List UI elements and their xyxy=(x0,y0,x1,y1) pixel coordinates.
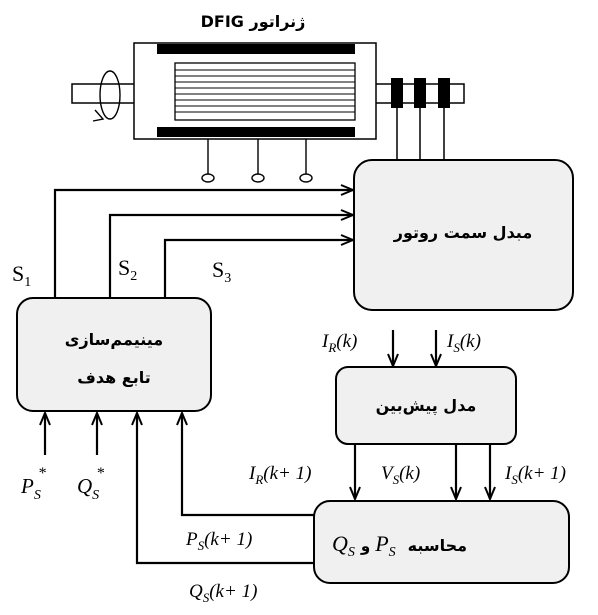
qs-feedback-line xyxy=(137,413,314,565)
converter-box xyxy=(353,159,574,311)
s3-line xyxy=(163,240,353,298)
switching-signal-lines xyxy=(53,190,353,298)
s2-line xyxy=(108,215,353,298)
s1-label: S1 xyxy=(12,261,31,290)
converter-label: مبدل سمت روتور xyxy=(393,223,533,242)
predictive-model-label: مدل پیش‌بین xyxy=(376,396,477,416)
calc-qs-subscript: S xyxy=(348,545,355,560)
minimization-label-line1: مینیمم‌سازی xyxy=(65,330,163,349)
ps-ref-label: PS* xyxy=(20,465,46,503)
minimization-block: مینیمم‌سازی تابع هدف xyxy=(16,297,212,412)
reference-input-lines xyxy=(45,413,97,455)
minimization-box xyxy=(16,297,212,412)
s2-label: S2 xyxy=(118,255,137,284)
predictive-model-block: مدل پیش‌بین xyxy=(335,366,517,445)
stator-top-bar xyxy=(157,44,355,54)
ps-k1-label: PS(k+ 1) xyxy=(185,529,252,553)
vs-k-label: VS(k) xyxy=(381,463,420,487)
is-k1-label: IS(k+ 1) xyxy=(504,463,566,487)
is-k-label: IS(k) xyxy=(446,331,481,355)
rotation-arrow-icon xyxy=(92,70,121,122)
terminal-icon xyxy=(201,139,313,183)
s1-line xyxy=(53,190,353,298)
rotor-side-converter-block: مبدل سمت روتور xyxy=(353,159,574,311)
measured-current-lines xyxy=(393,330,436,366)
rotor-windings xyxy=(175,69,355,113)
calc-qs-symbol: Q xyxy=(332,531,348,556)
calc-and-word: و xyxy=(360,537,370,555)
power-calculation-box xyxy=(313,500,570,584)
stator-bottom-bar xyxy=(157,127,355,137)
feedback-lines xyxy=(137,413,314,565)
generator-title: ژنراتور DFIG xyxy=(201,12,306,31)
s3-label: S3 xyxy=(212,257,231,286)
slip-ring-leads xyxy=(396,108,445,160)
slip-ring-icon xyxy=(391,78,450,108)
ir-k1-label: IR(k+ 1) xyxy=(248,463,311,487)
calc-ps-subscript: S xyxy=(389,545,396,560)
qs-k1-label: QS(k+ 1) xyxy=(189,581,257,605)
ps-feedback-line xyxy=(182,413,314,517)
predictive-model-box xyxy=(335,366,517,445)
generator-rotor xyxy=(174,62,356,121)
minimization-label-line2: تابع هدف xyxy=(77,368,150,387)
calc-word: محاسبه xyxy=(408,536,467,555)
dfig-generator: ژنراتور DFIG xyxy=(71,12,465,183)
qs-ref-label: QS* xyxy=(77,465,104,503)
prediction-output-lines xyxy=(355,444,490,499)
calc-ps-symbol: P xyxy=(374,531,388,556)
ir-k-label: IR(k) xyxy=(321,331,357,355)
